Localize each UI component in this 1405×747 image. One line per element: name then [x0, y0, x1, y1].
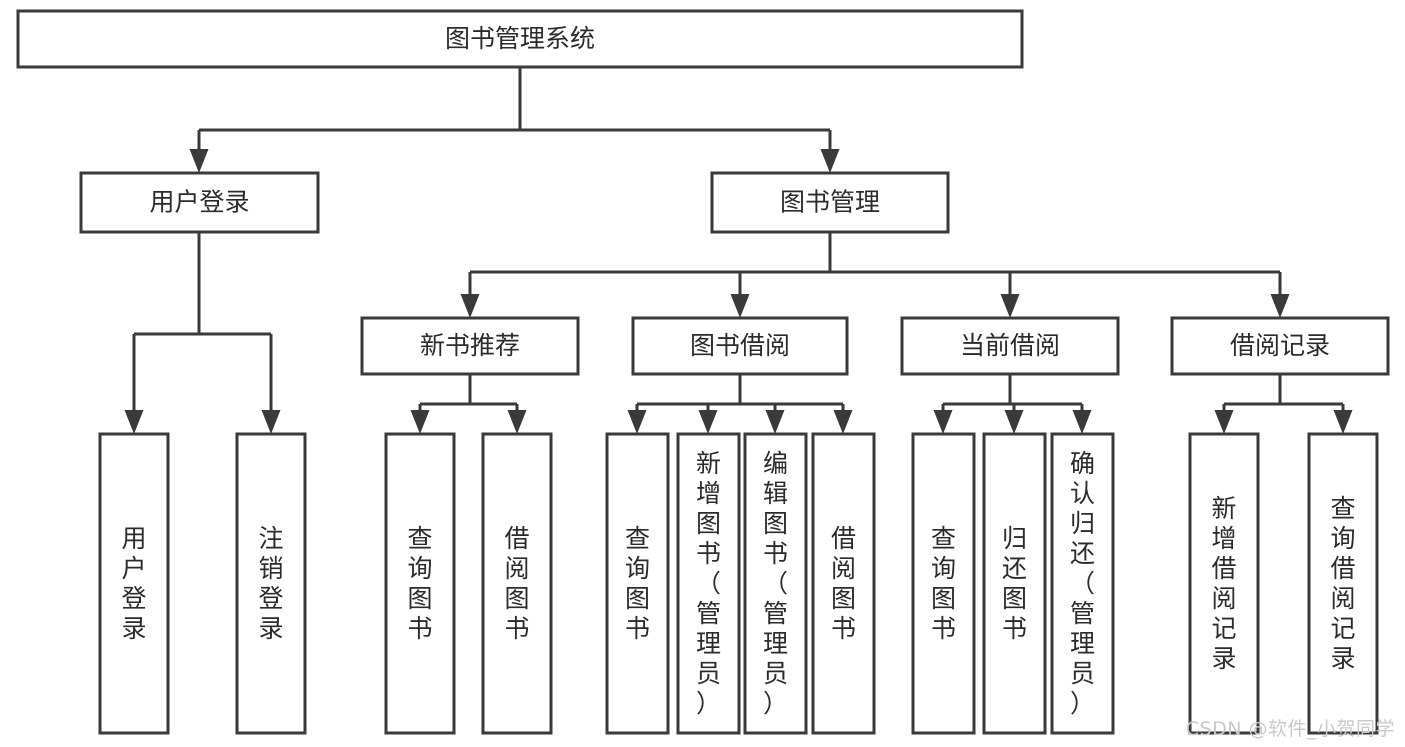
- node-leaf-query-borrow-record[interactable]: 查询借阅记录: [1307, 432, 1379, 735]
- node-root[interactable]: 图书管理系统: [16, 9, 1024, 69]
- connector-root-to-level1: [189, 67, 840, 173]
- node-leaf-query-book-borrow[interactable]: 查询图书: [605, 432, 670, 735]
- node-label-leaf-return-book: 归还图书: [1002, 524, 1027, 643]
- node-label-leaf-borrow-book-recommend: 借阅图书: [504, 524, 529, 643]
- node-leaf-edit-book-admin[interactable]: 编辑图书（管理员）: [743, 432, 808, 735]
- node-leaf-user-login[interactable]: 用户登录: [98, 432, 170, 735]
- node-label-current-borrow: 当前借阅: [960, 331, 1060, 360]
- node-leaf-query-book-current[interactable]: 查询图书: [911, 432, 976, 735]
- node-label-book-manage: 图书管理: [780, 188, 880, 217]
- node-label-leaf-user-login: 用户登录: [121, 524, 146, 643]
- connector-user-login-to-leaves: [124, 232, 281, 434]
- node-box-leaf-user-login[interactable]: [98, 432, 170, 735]
- node-label-leaf-confirm-return-admin: 确认归还（管理员）: [1070, 449, 1095, 718]
- node-leaf-return-book[interactable]: 归还图书: [982, 432, 1047, 735]
- node-box-book-borrow[interactable]: [631, 316, 849, 376]
- connector-book-borrow-to-leaves: [627, 374, 853, 434]
- node-box-leaf-edit-book-admin[interactable]: [743, 432, 808, 735]
- node-box-leaf-return-book[interactable]: [982, 432, 1047, 735]
- node-label-leaf-query-borrow-record: 查询借阅记录: [1330, 494, 1355, 673]
- node-box-leaf-query-book-recommend[interactable]: [384, 432, 456, 735]
- node-box-user-login[interactable]: [79, 171, 320, 234]
- node-label-root: 图书管理系统: [445, 24, 595, 53]
- node-leaf-borrow-book-recommend[interactable]: 借阅图书: [481, 432, 553, 735]
- node-label-leaf-add-borrow-record: 新增借阅记录: [1211, 494, 1236, 673]
- node-label-leaf-borrow-book: 借阅图书: [831, 524, 856, 643]
- connector-book-manage-to-level2: [460, 232, 1290, 318]
- nodes-layer: 图书管理系统用户登录图书管理新书推荐图书借阅当前借阅借阅记录用户登录注销登录查询…: [16, 9, 1390, 735]
- node-new-book-recommend[interactable]: 新书推荐: [360, 316, 580, 376]
- node-box-leaf-logout-login[interactable]: [235, 432, 307, 735]
- node-box-leaf-confirm-return-admin[interactable]: [1050, 432, 1115, 735]
- node-label-leaf-query-book-recommend: 查询图书: [407, 524, 432, 643]
- node-box-leaf-borrow-book-recommend[interactable]: [481, 432, 553, 735]
- node-borrow-record[interactable]: 借阅记录: [1170, 316, 1390, 376]
- node-box-borrow-record[interactable]: [1170, 316, 1390, 376]
- node-box-current-borrow[interactable]: [900, 316, 1120, 376]
- node-leaf-borrow-book[interactable]: 借阅图书: [811, 432, 876, 735]
- node-label-book-borrow: 图书借阅: [690, 331, 790, 360]
- connector-new-book-recommend-to-leaves: [410, 374, 527, 434]
- connector-current-borrow-to-leaves: [933, 374, 1092, 434]
- node-label-leaf-query-book-borrow: 查询图书: [625, 524, 650, 643]
- node-box-leaf-query-book-borrow[interactable]: [605, 432, 670, 735]
- node-box-new-book-recommend[interactable]: [360, 316, 580, 376]
- node-current-borrow[interactable]: 当前借阅: [900, 316, 1120, 376]
- connector-borrow-record-to-leaves: [1214, 374, 1353, 434]
- node-book-borrow[interactable]: 图书借阅: [631, 316, 849, 376]
- node-box-root[interactable]: [16, 9, 1024, 69]
- node-label-new-book-recommend: 新书推荐: [420, 331, 520, 360]
- csdn-watermark: CSDN @软件_小贺同学: [1185, 718, 1395, 740]
- node-label-leaf-query-book-current: 查询图书: [931, 524, 956, 643]
- node-box-leaf-query-borrow-record[interactable]: [1307, 432, 1379, 735]
- node-leaf-add-borrow-record[interactable]: 新增借阅记录: [1188, 432, 1260, 735]
- node-box-leaf-add-borrow-record[interactable]: [1188, 432, 1260, 735]
- node-user-login[interactable]: 用户登录: [79, 171, 320, 234]
- node-label-leaf-edit-book-admin: 编辑图书（管理员）: [763, 449, 788, 718]
- node-label-leaf-logout-login: 注销登录: [258, 524, 283, 643]
- node-box-leaf-add-book-admin[interactable]: [676, 432, 741, 735]
- node-label-user-login: 用户登录: [149, 188, 249, 217]
- node-label-borrow-record: 借阅记录: [1230, 331, 1330, 360]
- connectors-layer: [124, 67, 1353, 434]
- node-box-leaf-borrow-book[interactable]: [811, 432, 876, 735]
- node-leaf-logout-login[interactable]: 注销登录: [235, 432, 307, 735]
- node-leaf-add-book-admin[interactable]: 新增图书（管理员）: [676, 432, 741, 735]
- node-box-book-manage[interactable]: [710, 171, 950, 234]
- node-leaf-confirm-return-admin[interactable]: 确认归还（管理员）: [1050, 432, 1115, 735]
- node-book-manage[interactable]: 图书管理: [710, 171, 950, 234]
- node-box-leaf-query-book-current[interactable]: [911, 432, 976, 735]
- node-leaf-query-book-recommend[interactable]: 查询图书: [384, 432, 456, 735]
- node-label-leaf-add-book-admin: 新增图书（管理员）: [696, 449, 721, 718]
